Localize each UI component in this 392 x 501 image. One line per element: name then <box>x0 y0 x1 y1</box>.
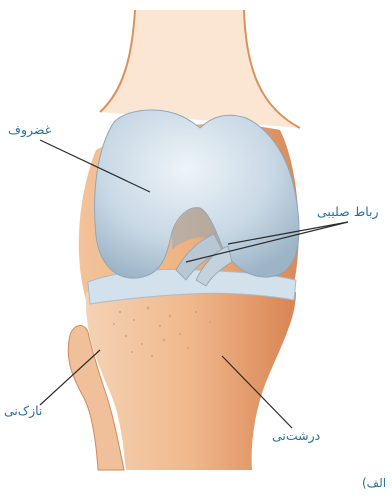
femur-shaft <box>100 10 300 128</box>
figure-caption: الف) <box>362 477 386 489</box>
label-fibula: نازک‌نی <box>4 405 42 418</box>
label-cartilage: غضروف <box>8 124 51 137</box>
label-tibia: درشت‌نی <box>272 430 320 443</box>
label-cruciate-ligament: رباط صلیبی <box>317 206 379 219</box>
